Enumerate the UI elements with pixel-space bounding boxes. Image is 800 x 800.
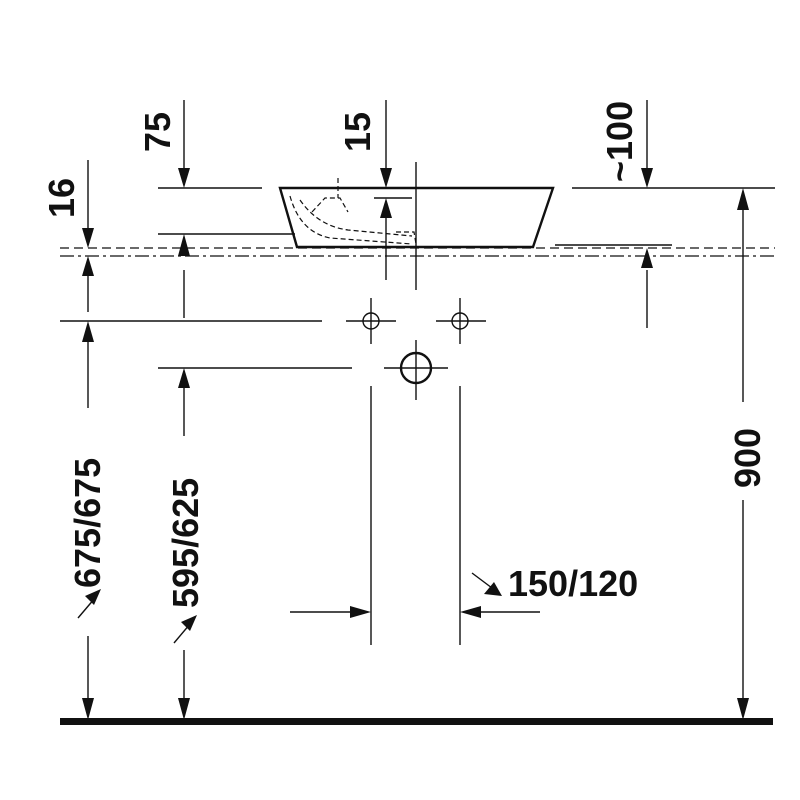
dimension-595: 595/625 [165, 368, 206, 720]
dimension-label-75: 75 [137, 112, 178, 152]
dimension-675: 675/675 [67, 321, 108, 720]
drain-connection [384, 340, 448, 400]
dimension-label-150: 150/120 [508, 563, 638, 604]
worktop-lines [60, 247, 775, 257]
dimension-900: 900 [727, 188, 768, 720]
dimension-16: 16 [41, 160, 94, 312]
dimension-15: 15 [337, 100, 412, 280]
dimension-150: 150/120 [290, 386, 638, 645]
dimension-label-595: 595/625 [165, 478, 206, 608]
dimension-label-15: 15 [337, 112, 378, 152]
dimension-75: 75 [137, 100, 295, 318]
floor-line [60, 718, 773, 725]
dimension-label-675: 675/675 [67, 458, 108, 588]
dimension-100: ~100 [555, 100, 775, 328]
dimension-label-900: 900 [727, 428, 768, 488]
dimension-label-16: 16 [41, 178, 82, 218]
supply-connections [346, 298, 486, 344]
dimension-label-100: ~100 [599, 101, 640, 182]
